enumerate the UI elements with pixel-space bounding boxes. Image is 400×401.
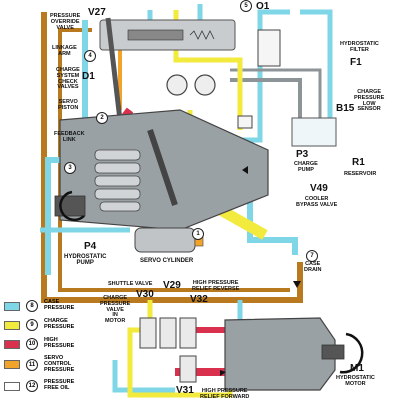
legend-number: 10	[26, 338, 38, 350]
legend-text: HIGH PRESSURE	[44, 337, 75, 349]
label-hp-relief-reverse: HIGH PRESSURE RELIEF REVERSE	[192, 280, 240, 292]
legend-item-charge-pressure: 9 CHARGE PRESSURE	[4, 318, 75, 331]
legend-text: CHARGE PRESSURE	[44, 318, 75, 330]
label-feedback-link: FEEDBACK LINK	[54, 131, 85, 143]
linkage-arm	[105, 17, 123, 121]
label-v27: V27	[88, 7, 106, 18]
servo-cylinder	[134, 227, 196, 253]
label-d1: D1	[82, 71, 95, 82]
valve-spring	[189, 30, 215, 40]
label-o1: O1	[256, 1, 270, 12]
legend-item-case-pressure: 8 CASE PRESSURE	[4, 299, 75, 312]
label-servo-cylinder: SERVO CYLINDER	[140, 258, 194, 264]
legend-text: CASE PRESSURE	[44, 299, 75, 311]
callout-5: 5	[240, 0, 252, 12]
label-hydrostatic-motor: HYDROSTATIC MOTOR	[336, 375, 375, 387]
label-v29: V29	[163, 280, 181, 291]
label-m1: M1	[350, 363, 364, 374]
check-valve-2	[194, 74, 216, 96]
motor-rotation-arrow-icon	[339, 332, 364, 374]
callout-3: 3	[64, 162, 76, 174]
case-pressure-line-6	[300, 9, 333, 130]
label-v49: V49	[310, 183, 328, 194]
legend-item-high-pressure: 10 HIGH PRESSURE	[4, 337, 75, 350]
callout-1: 1	[192, 228, 204, 240]
legend-text: SERVO CONTROL PRESSURE	[44, 355, 75, 373]
valve-spool	[127, 29, 184, 41]
label-hydrostatic-pump: HYDROSTATIC PUMP	[64, 254, 107, 267]
label-case-drain: CASE DRAIN	[304, 261, 322, 273]
hp-relief-reverse-valve	[179, 317, 197, 349]
legend-swatch	[4, 339, 20, 349]
legend-text: PRESSURE FREE OIL	[44, 379, 75, 391]
label-servo-piston: SERVO PISTON	[58, 99, 79, 111]
legend-number: 11	[26, 358, 38, 371]
label-charge-pump: CHARGE PUMP	[294, 161, 318, 173]
rotation-arrow-icon	[59, 190, 85, 221]
legend-number: 12	[26, 380, 38, 392]
label-p3: P3	[296, 149, 309, 160]
legend-number: 9	[26, 319, 38, 331]
label-charge-pressure-low-sensor: CHARGE PRESSURE LOW SENSOR	[354, 89, 385, 113]
case-pressure-line-9	[112, 360, 175, 393]
flow-arrow-icon-3	[220, 370, 226, 376]
label-charge-system-check: CHARGE SYSTEM CHECK VALVES	[56, 67, 80, 91]
label-hp-relief-forward: HIGH PRESSURE RELIEF FORWARD	[200, 388, 250, 400]
legend-swatch	[4, 301, 20, 311]
legend-item-servo-control-pressure: 11 SERVO CONTROL PRESSURE	[4, 355, 75, 373]
pump-pistons	[94, 149, 141, 212]
label-v30: V30	[136, 289, 154, 300]
motor-shaft	[321, 344, 345, 360]
label-hydrostatic-filter: HYDROSTATIC FILTER	[340, 41, 379, 53]
label-linkage-arm: LINKAGE ARM	[52, 45, 77, 57]
check-valve	[166, 74, 188, 96]
label-v32: V32	[190, 294, 208, 305]
charge-pressure-sensor	[237, 115, 253, 129]
label-pressure-override-valve: PRESSURE OVERRIDE VALVE	[50, 13, 81, 31]
shuttle-valve	[139, 317, 157, 349]
legend-swatch	[4, 360, 20, 370]
label-reservoir: RESERVOIR	[344, 171, 377, 177]
legend: 8 CASE PRESSURE 9 CHARGE PRESSURE 10 HIG…	[0, 298, 100, 398]
hydrostatic-motor-housing	[224, 317, 336, 391]
label-charge-pressure-valve: CHARGE PRESSURE VALVE IN MOTOR	[100, 295, 131, 325]
legend-swatch	[4, 320, 20, 330]
label-cooler-bypass-valve: COOLER BYPASS VALVE	[296, 196, 338, 208]
callout-4: 4	[84, 50, 96, 62]
hydrostatic-filter	[257, 29, 281, 67]
legend-item-pressure-free-oil: 12 PRESSURE FREE OIL	[4, 379, 75, 392]
label-shuttle-valve: SHUTTLE VALVE	[108, 281, 153, 287]
flow-arrow-icon-2	[242, 166, 248, 174]
swashplate	[147, 129, 178, 206]
label-f1: F1	[350, 57, 362, 68]
callout-2: 2	[96, 112, 108, 124]
legend-swatch	[4, 381, 20, 391]
legend-number: 8	[26, 300, 38, 312]
label-v31: V31	[176, 385, 194, 396]
flow-arrow-icon	[293, 281, 301, 288]
charge-pressure-valve	[159, 317, 177, 349]
hp-relief-forward-valve	[179, 355, 197, 383]
label-p4: P4	[84, 241, 97, 252]
label-b15: B15	[336, 103, 355, 114]
label-r1: R1	[352, 157, 365, 168]
callout-7: 7	[306, 250, 318, 262]
case-pressure-line-5	[238, 9, 290, 143]
reservoir	[291, 117, 337, 147]
gray-line-2	[230, 68, 322, 130]
